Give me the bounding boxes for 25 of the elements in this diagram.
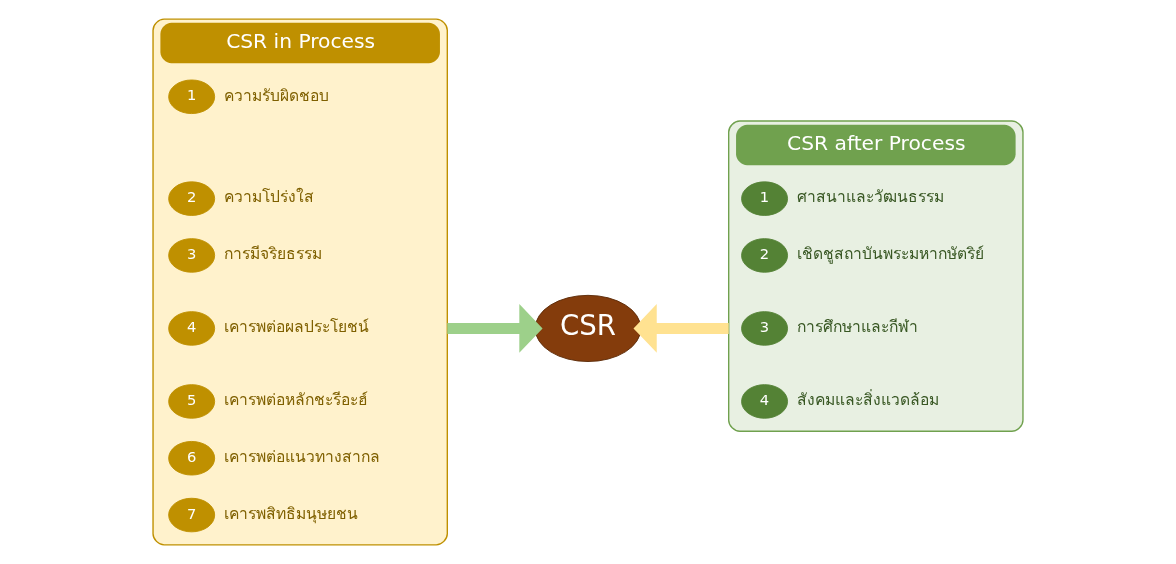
node-label: เชิดชูสถาบันพระมหากษัตริย์ <box>796 244 984 264</box>
node-label: ศาสนาและวัฒนธรรม <box>796 187 944 207</box>
node-ellipse: CSR <box>534 294 642 362</box>
node-label: ความรับผิดชอบ <box>223 85 329 105</box>
node-label: การศึกษาและกีฬา <box>796 317 918 337</box>
node-label: เคารพต่อแนวทางสากล <box>223 447 380 467</box>
node-label: ความโปร่งใส <box>223 187 314 207</box>
node-ellipse: 3 <box>741 311 788 346</box>
node-ellipse: 3 <box>168 238 216 273</box>
node-ellipse: 5 <box>168 384 216 419</box>
arrow <box>633 304 729 353</box>
node-label: การมีจริยธรรม <box>223 244 322 264</box>
node-label: สังคมและสิ่งแวดล้อม <box>796 390 939 410</box>
node-ellipse: 4 <box>168 311 216 346</box>
node-ellipse: 1 <box>168 79 216 115</box>
node-ellipse: 2 <box>741 238 788 273</box>
arrow <box>447 304 543 353</box>
node-ellipse: 1 <box>741 181 788 216</box>
node-ellipse: 6 <box>168 441 216 476</box>
node-ellipse: 7 <box>168 497 216 533</box>
node-label: เคารพต่อผลประโยชน์ <box>223 317 369 337</box>
node-ellipse: 4 <box>741 384 788 419</box>
node-label: เคารพต่อหลักชะรีอะฮ์ <box>223 390 368 410</box>
node-ellipse: 2 <box>168 181 216 216</box>
node-label: เคารพสิทธิมนุษยชน <box>223 503 358 523</box>
